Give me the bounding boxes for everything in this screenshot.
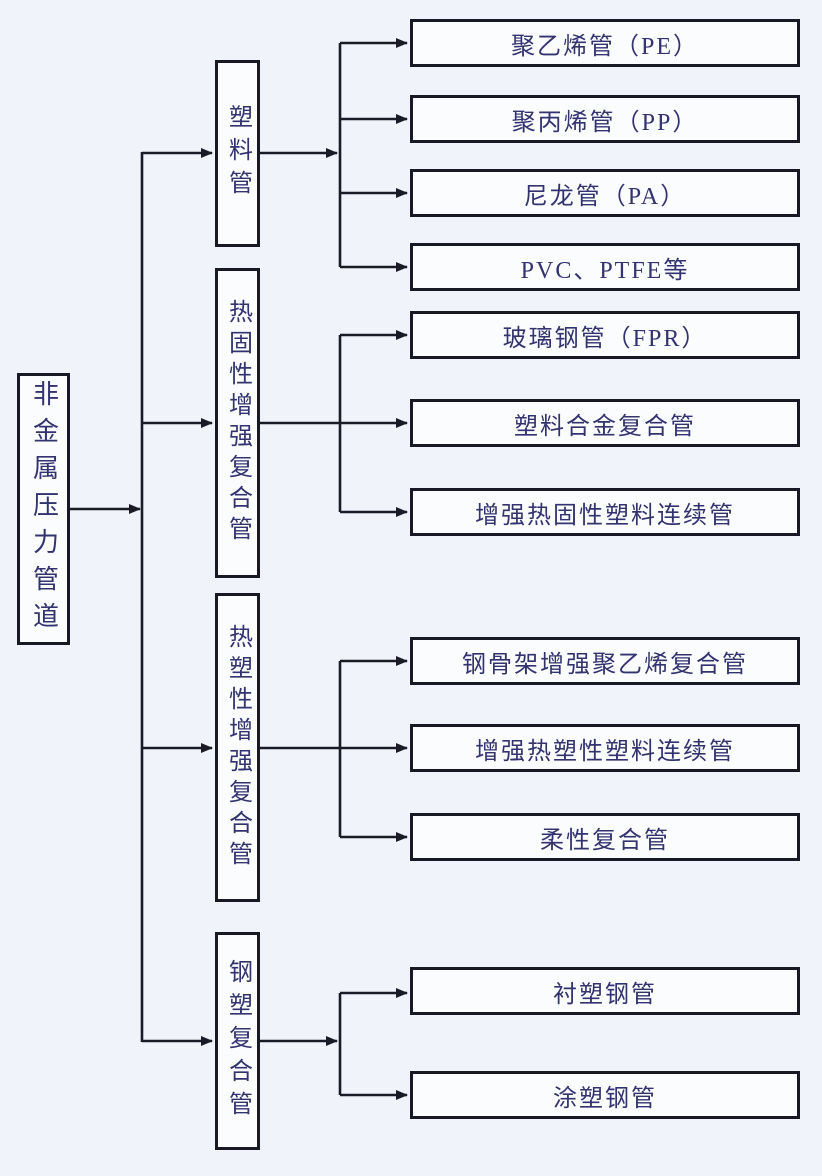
- branch-node-thermoplastic-reinforced-composite: 热塑性增强复合管: [215, 593, 260, 902]
- leaf-node-fiberglass-pipe: 玻璃钢管（FPR）: [410, 311, 800, 359]
- leaf-node-reinforced-thermoset-continuous-pipe: 增强热固性塑料连续管: [410, 488, 800, 536]
- leaf-node-steel-skeleton-pe-composite-pipe: 钢骨架增强聚乙烯复合管: [410, 637, 800, 685]
- leaf-node-flexible-composite-pipe: 柔性复合管: [410, 813, 800, 861]
- leaf-node-plastic-lined-steel-pipe: 衬塑钢管: [410, 967, 800, 1015]
- leaf-node-plastic-coated-steel-pipe: 涂塑钢管: [410, 1071, 800, 1119]
- branch-node-plastic-pipe: 塑料管: [215, 60, 260, 247]
- branch-node-steel-plastic-composite: 钢塑复合管: [215, 932, 260, 1150]
- leaf-node-pe-pipe: 聚乙烯管（PE）: [410, 19, 800, 67]
- leaf-node-pvc-ptfe: PVC、PTFE等: [410, 243, 800, 291]
- root-node: 非金属压力管道: [17, 373, 70, 645]
- branch-node-thermoset-reinforced-composite: 热固性增强复合管: [215, 268, 260, 578]
- leaf-node-plastic-alloy-composite-pipe: 塑料合金复合管: [410, 399, 800, 447]
- leaf-node-pp-pipe: 聚丙烯管（PP）: [410, 95, 800, 143]
- leaf-node-pa-pipe: 尼龙管（PA）: [410, 169, 800, 217]
- leaf-node-reinforced-thermoplastic-continuous-pipe: 增强热塑性塑料连续管: [410, 724, 800, 772]
